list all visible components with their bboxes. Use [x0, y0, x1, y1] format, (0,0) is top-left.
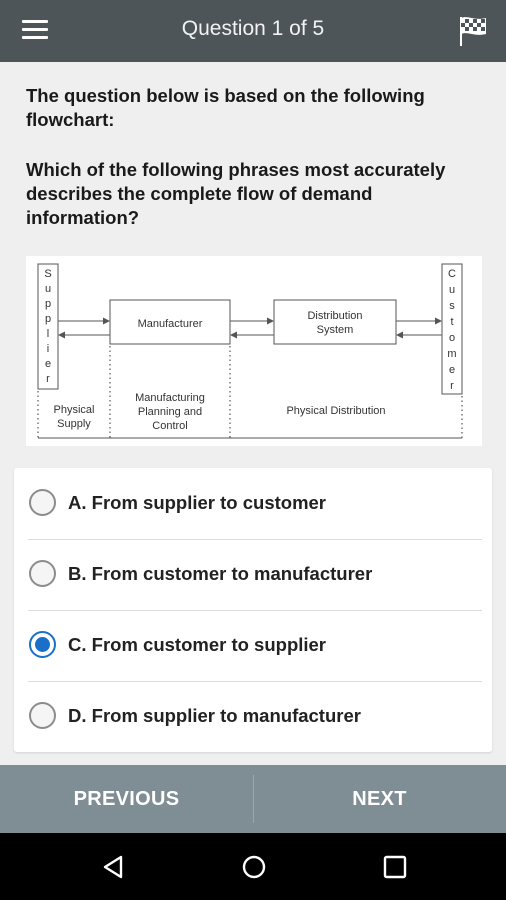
radio-button-c[interactable]: [29, 631, 56, 658]
radio-button-d[interactable]: [29, 702, 56, 729]
mpc-line2: Planning and: [138, 406, 202, 418]
svg-text:S: S: [44, 268, 51, 280]
page-title: Question 1 of 5: [181, 17, 325, 40]
option-b[interactable]: B. From customer to manufacturer: [14, 539, 492, 610]
option-b-label: B. From customer to manufacturer: [68, 563, 373, 584]
back-icon[interactable]: [99, 853, 127, 881]
divider: [28, 539, 482, 540]
customer-box: [441, 263, 463, 395]
svg-text:i: i: [47, 343, 49, 355]
svg-text:t: t: [450, 316, 453, 328]
option-c-label: C. From customer to supplier: [68, 634, 327, 655]
distribution-label-line1: Distribution: [307, 310, 362, 322]
physical-distribution-label: Physical Distribution: [286, 405, 385, 417]
svg-text:e: e: [449, 364, 455, 376]
mpc-line3: Control: [152, 420, 187, 432]
option-c[interactable]: C. From customer to supplier: [14, 610, 492, 681]
home-icon[interactable]: [240, 853, 268, 881]
svg-text:p: p: [45, 313, 51, 325]
svg-text:s: s: [449, 300, 455, 312]
dotted-separators: [37, 346, 463, 438]
question-navigation: PREVIOUS NEXT: [0, 765, 506, 833]
option-a-label: A. From supplier to customer: [68, 492, 327, 513]
svg-text:e: e: [45, 358, 51, 370]
svg-text:p: p: [45, 298, 51, 310]
manufacturer-box: [109, 299, 231, 345]
divider: [28, 610, 482, 611]
flow-arrows: [58, 317, 442, 339]
option-a[interactable]: A. From supplier to customer: [14, 468, 492, 539]
manufacturer-label: Manufacturer: [138, 318, 203, 330]
customer-label: C u s t o m e r: [447, 268, 456, 392]
recents-icon[interactable]: [381, 853, 409, 881]
distribution-box: [273, 299, 397, 345]
flowchart-diagram: S u p p l i e r C u s t o m e r Manufact…: [26, 256, 482, 446]
mpc-line1: Manufacturing: [135, 392, 205, 404]
svg-text:l: l: [47, 328, 49, 340]
checkered-flag-icon[interactable]: [456, 14, 490, 48]
option-d-label: D. From supplier to manufacturer: [68, 705, 361, 726]
physical-supply-line2: Supply: [57, 418, 91, 430]
hamburger-menu-icon[interactable]: [22, 20, 48, 42]
question-intro: The question below is based on the follo…: [26, 85, 425, 130]
svg-text:m: m: [447, 348, 456, 360]
answer-options: A. From supplier to customer B. From cus…: [14, 468, 492, 752]
svg-text:u: u: [45, 283, 51, 295]
next-button[interactable]: NEXT: [352, 788, 407, 810]
svg-text:C: C: [448, 268, 456, 280]
previous-button[interactable]: PREVIOUS: [73, 788, 180, 810]
supplier-label: S u p p l i e r: [44, 268, 51, 385]
svg-text:u: u: [449, 284, 455, 296]
radio-button-b[interactable]: [29, 560, 56, 587]
system-navigation-bar: [0, 833, 506, 900]
option-d[interactable]: D. From supplier to manufacturer: [14, 681, 492, 752]
svg-text:o: o: [449, 332, 455, 344]
physical-supply-line1: Physical: [54, 404, 95, 416]
button-separator: [253, 775, 254, 823]
supplier-box: [37, 263, 59, 390]
divider: [28, 681, 482, 682]
svg-text:r: r: [46, 373, 50, 385]
distribution-label-line2: System: [317, 324, 354, 336]
question-block: The question below is based on the follo…: [26, 84, 486, 256]
radio-button-a[interactable]: [29, 489, 56, 516]
app-bar: Question 1 of 5: [0, 0, 506, 62]
question-text: Which of the following phrases most accu…: [26, 159, 446, 228]
svg-text:r: r: [450, 380, 454, 392]
